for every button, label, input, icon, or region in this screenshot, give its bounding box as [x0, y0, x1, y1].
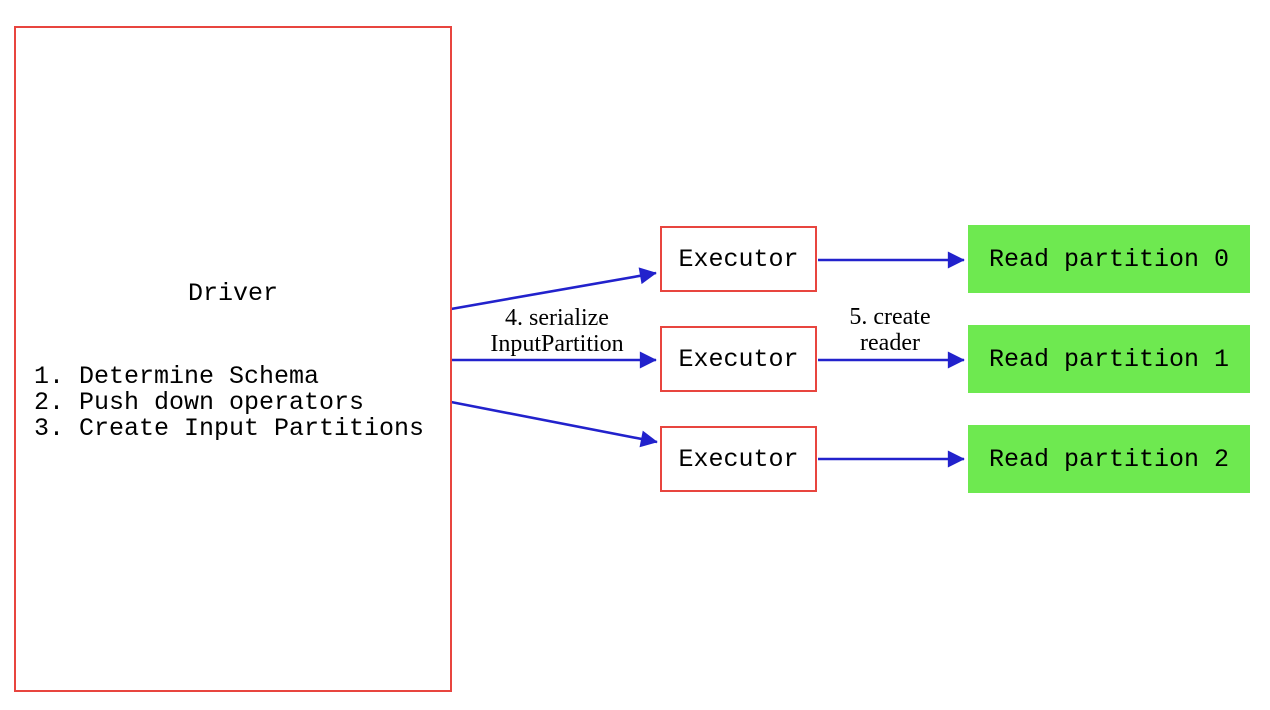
- executor-box-0: Executor: [660, 226, 817, 292]
- edge-label-serialize-inputpartition: 4. serialize InputPartition: [490, 305, 624, 357]
- read-partition-box-0: Read partition 0: [968, 225, 1250, 293]
- executor-box-2: Executor: [660, 426, 817, 492]
- read-partition-label: Read partition 0: [988, 244, 1230, 274]
- executor-label: Executor: [678, 344, 799, 374]
- arrow-driver-to-executor-2: [450, 400, 658, 448]
- driver-steps: 1. Determine Schema 2. Push down operato…: [34, 364, 424, 442]
- executor-label: Executor: [678, 244, 799, 274]
- driver-title: Driver: [187, 279, 278, 308]
- read-partition-label: Read partition 2: [988, 444, 1230, 474]
- executor-label: Executor: [678, 444, 799, 474]
- arrow-driver-to-executor-0: [450, 267, 657, 311]
- read-partition-box-1: Read partition 1: [968, 325, 1250, 393]
- driver-step-2: 2. Push down operators: [34, 388, 365, 417]
- executor-box-1: Executor: [660, 326, 817, 392]
- driver-step-1: 1. Determine Schema: [34, 362, 320, 391]
- read-partition-label: Read partition 1: [988, 344, 1230, 374]
- edge-label-create-reader: 5. create reader: [849, 304, 931, 356]
- read-partition-box-2: Read partition 2: [968, 425, 1250, 493]
- driver-step-3: 3. Create Input Partitions: [34, 414, 425, 443]
- driver-box: Driver 1. Determine Schema 2. Push down …: [14, 26, 452, 692]
